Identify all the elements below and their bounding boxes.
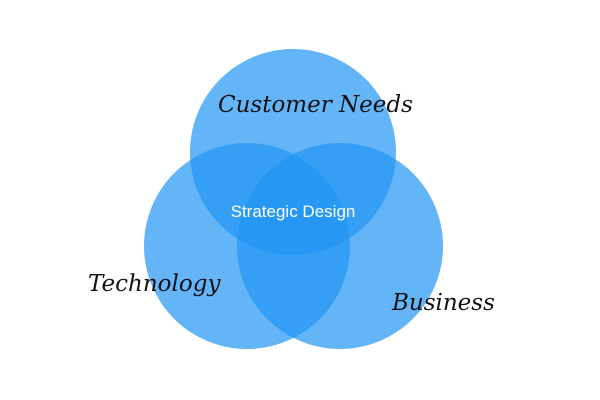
- circle-business: [237, 143, 443, 349]
- label-technology: Technology: [88, 271, 221, 297]
- label-business: Business: [391, 290, 495, 316]
- label-customer-needs: Customer Needs: [218, 92, 413, 118]
- label-strategic-design: Strategic Design: [231, 202, 356, 221]
